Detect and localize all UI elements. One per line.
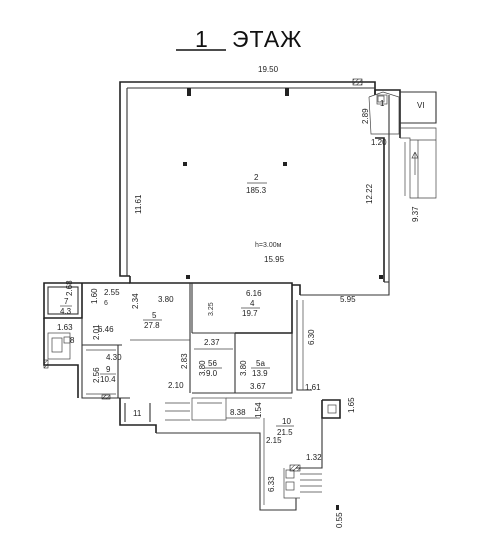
wall-hatch [289,464,301,472]
dim-r5-inner: 2.83 [180,353,189,369]
right-ledge-walls [292,284,341,469]
dim-right-wing: 9.37 [411,206,420,222]
room-7-number: 7 [64,297,69,306]
columns [183,88,383,279]
room-5a-number: 5а [256,359,265,368]
dim-bay-width: 1.20 [371,138,387,147]
bay-room-1 [368,89,437,199]
room-10-area: 21.5 [277,428,293,437]
dim-side-630: 6.30 [307,329,316,345]
dim-corridor: 2.01 [92,324,101,340]
floor-label: ЭТАЖ [232,26,302,52]
room-11-number: 11 [133,409,142,418]
room-6-number: 6 [104,300,108,307]
dim-passage: 8.38 [230,408,246,417]
room-8-number: 8 [70,336,75,345]
room-56-number: 56 [208,359,217,368]
dim-r5a-depth: 3.80 [239,360,248,376]
room-2-number: 2 [254,173,259,182]
room-7-area: 4.3 [60,307,72,316]
column [379,275,383,279]
dim-r7-height: 2.68 [65,280,74,296]
wall-hatch [352,78,363,86]
wall-hatch [101,394,111,400]
room-10-number: 10 [282,417,291,426]
dim-lower-depth: 6.33 [267,476,276,492]
room-5-area: 27.8 [144,321,160,330]
column [183,162,187,166]
dim-height: h=3.00м [255,242,282,249]
dim-main-right: 12.22 [365,183,374,204]
room-1-number: 1 [380,99,385,108]
lower-strip-walls [119,397,339,511]
dim-top-width: 19.50 [258,65,279,74]
column [283,162,287,166]
room-vi-number: VI [417,101,425,110]
room-9-number: 9 [106,365,111,374]
dim-r56-depth: 3.80 [198,360,207,376]
dim-main-left: 11.61 [134,194,143,214]
dim-r4-width: 6.16 [246,289,262,298]
dim-ledge: 5.95 [340,295,356,304]
dim-r56-width: 2.37 [204,338,220,347]
dim-r10-depth: 1.65 [347,397,356,413]
column [285,88,289,96]
dim-r6-depth: 1.60 [90,288,99,304]
dim-wc-width: 1.63 [57,323,73,332]
room-4-number: 4 [250,299,255,308]
left-wing-walls [43,282,130,400]
dim-r4-depth: 3.25 [208,302,215,316]
dim-stair-gap: 1.54 [254,402,263,418]
room-2-area: 185.3 [246,186,267,195]
dim-r10-stair: 1.32 [306,453,322,462]
column [336,505,339,510]
room-5-number: 5 [152,311,157,320]
dim-r5-width: 6.46 [98,325,114,334]
main-hall-walls [119,78,390,296]
dim-stair-width: 2.15 [266,436,282,445]
dim-r5-top: 3.80 [158,295,174,304]
dim-r9-depth: 2.56 [92,367,101,383]
room-9-area: 10.4 [100,375,116,384]
dim-r5a-width: 3.67 [250,382,266,391]
room-4-area: 19.7 [242,309,258,318]
dim-r10-width: 1.61 [305,383,321,392]
room-5a-area: 13.9 [252,369,268,378]
dim-r5-side: 2.34 [131,293,140,309]
column [187,88,191,96]
dim-r9-width: 4.30 [106,353,122,362]
dim-bottom-gap: 0.55 [335,512,344,528]
column [186,275,190,279]
central-rooms-walls [129,276,293,394]
floor-number: 1 [195,26,209,52]
wall-hatch [43,359,49,369]
dim-r6-width: 2.55 [104,288,120,297]
dim-main-bottom: 15.95 [264,255,285,264]
dim-bay-height: 2.89 [361,108,370,124]
dim-r5-bottom: 2.10 [168,381,184,390]
room-56-area: 9.0 [206,369,218,378]
